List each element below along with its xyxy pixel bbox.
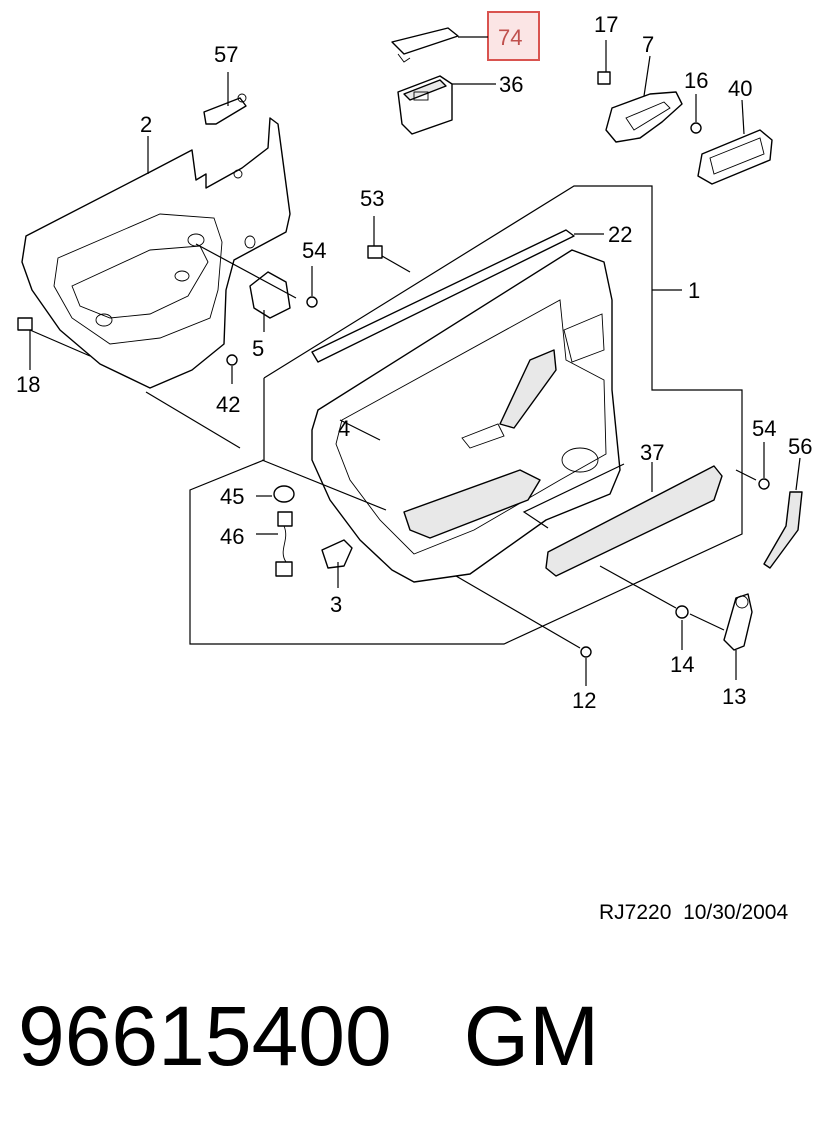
- callout-13: 13: [722, 684, 746, 709]
- part-54-screw-right: [735, 442, 770, 490]
- brand: GM: [463, 989, 600, 1083]
- part-46-harness: [256, 511, 293, 577]
- callout-7: 7: [642, 32, 654, 57]
- callout-4: 4: [338, 416, 350, 441]
- part-22-weatherstrip: [311, 229, 604, 363]
- part-18-clip: [17, 317, 91, 370]
- callout-46: 46: [220, 524, 244, 549]
- part-42-screw: [226, 354, 238, 384]
- part-14-washer: [599, 565, 689, 650]
- part-17-clip: [597, 40, 611, 85]
- callout-74-highlight-box[interactable]: [487, 11, 540, 61]
- callout-42: 42: [216, 392, 240, 417]
- callout-57: 57: [214, 42, 238, 67]
- part-1-door-panel: [311, 249, 621, 583]
- part-53-clip: [367, 216, 411, 273]
- diagram-code: RJ7220: [599, 901, 672, 924]
- callout-14: 14: [670, 652, 694, 677]
- diagram-reference: RJ7220 10/30/2004: [599, 901, 788, 925]
- part-37-trim-strip: [522, 462, 723, 577]
- callout-53: 53: [360, 186, 384, 211]
- part-2-trim-backing: [21, 117, 291, 389]
- part-36-window-switch: [397, 75, 496, 135]
- part-3-push-pin: [321, 539, 353, 588]
- callout-22: 22: [608, 222, 632, 247]
- callout-17: 17: [594, 12, 618, 37]
- callout-36: 36: [499, 72, 523, 97]
- part-number: 96615400: [18, 989, 392, 1083]
- callout-5: 5: [252, 336, 264, 361]
- callout-45: 45: [220, 484, 244, 509]
- part-40-bezel: [697, 99, 773, 185]
- callout-16: 16: [684, 68, 708, 93]
- diagram-date: 10/30/2004: [683, 901, 789, 924]
- part-45-bulb: [256, 485, 295, 503]
- callout-2: 2: [140, 112, 152, 137]
- callout-1: 1: [688, 278, 700, 303]
- part-5-bracket: [195, 243, 297, 332]
- callout-37: 37: [640, 440, 664, 465]
- part-74-bezel: [391, 27, 459, 63]
- callout-54-left: 54: [302, 238, 326, 263]
- callout-12: 12: [572, 688, 596, 713]
- part-57-clip: [203, 72, 247, 125]
- part-7-handle-housing: [605, 55, 683, 143]
- callout-40: 40: [728, 76, 752, 101]
- part-54-screw-left: [306, 266, 318, 308]
- part-16-screw: [690, 94, 702, 134]
- callout-18: 18: [16, 372, 40, 397]
- callout-56: 56: [788, 434, 812, 459]
- part-13-window-crank: [689, 593, 753, 680]
- callout-74: 74: [498, 25, 522, 50]
- part-12-screw: [455, 575, 592, 686]
- part-number-row: 96615400 GM: [18, 988, 599, 1085]
- assembly-bracket-1: [263, 185, 743, 442]
- callout-3: 3: [330, 592, 342, 617]
- callout-54-right: 54: [752, 416, 776, 441]
- part-56-pull-handle: [763, 457, 803, 569]
